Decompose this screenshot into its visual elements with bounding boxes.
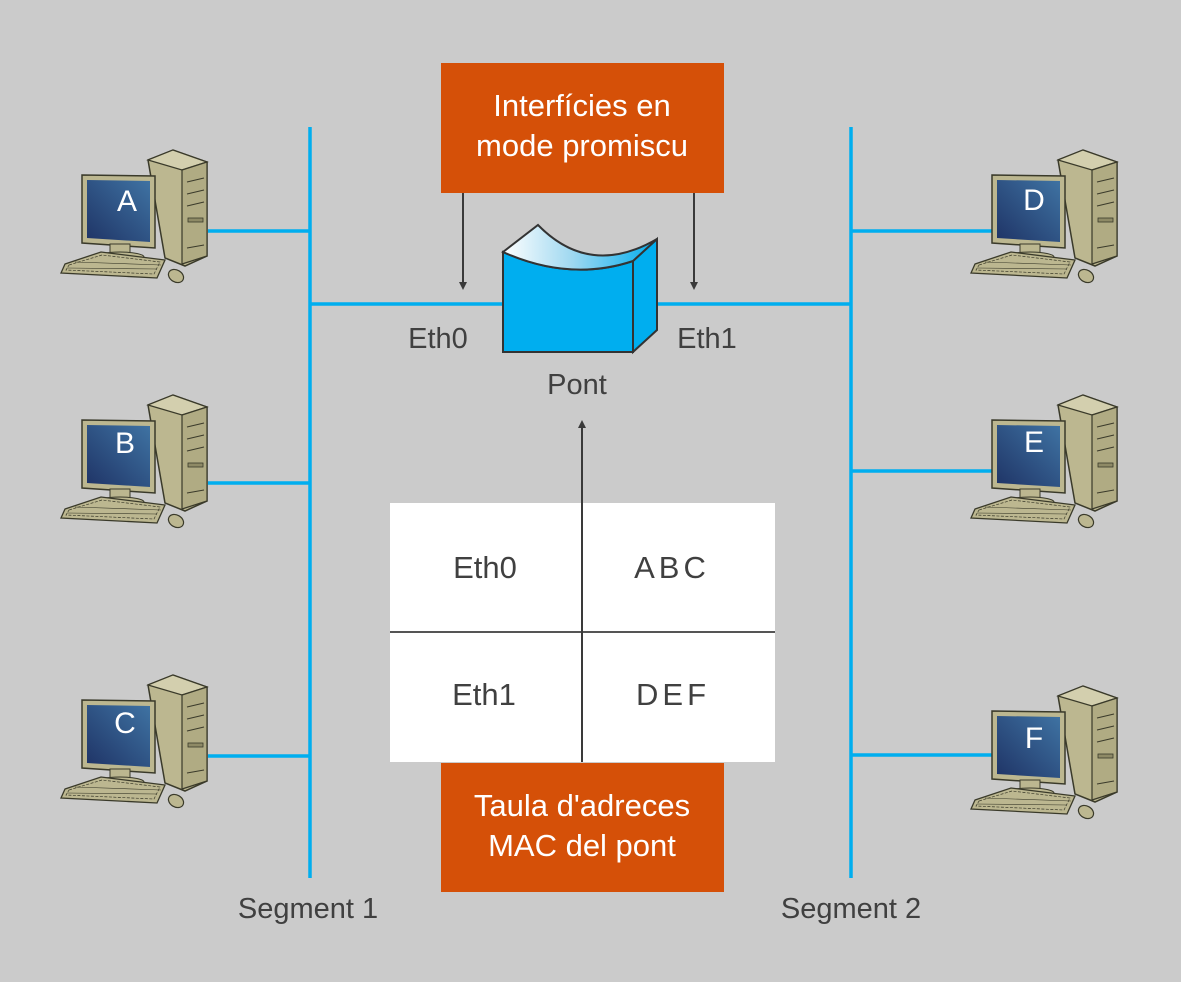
promiscuous-line-2: mode promiscu — [476, 128, 688, 163]
mac-table-callout: Taula d'adreces MAC del pont — [441, 763, 724, 892]
segment-2-label: Segment 2 — [781, 893, 921, 925]
bridge-icon — [501, 223, 658, 355]
computer-b-label: B — [115, 427, 135, 460]
eth0-label: Eth0 — [408, 323, 468, 355]
bridge-label: Pont — [547, 369, 607, 401]
mac-table-hosts: ABC — [634, 550, 710, 585]
computer-e: E — [970, 394, 1118, 531]
mac-table-line-1: Taula d'adreces — [474, 788, 690, 823]
promiscuous-line-1: Interfícies en — [493, 88, 670, 123]
mac-table-box — [441, 763, 724, 892]
mac-table-interface: Eth1 — [452, 677, 516, 712]
segment-2-network — [849, 127, 1002, 878]
computer-a-label: A — [117, 185, 137, 218]
computer-b: B — [60, 394, 208, 531]
promiscuous-callout: Interfícies en mode promiscu — [441, 63, 724, 290]
mac-table: Eth0 ABC Eth1 DEF — [390, 420, 775, 762]
computer-a: A — [60, 149, 208, 286]
mac-table-row: Eth1 DEF — [452, 677, 710, 712]
mac-table-line-2: MAC del pont — [488, 828, 676, 863]
mac-table-row: Eth0 ABC — [453, 550, 710, 585]
computer-c: C — [60, 674, 208, 811]
computer-e-label: E — [1024, 426, 1044, 459]
mac-table-interface: Eth0 — [453, 550, 517, 585]
segment-1-network — [208, 127, 312, 878]
computer-f: F — [970, 685, 1118, 822]
computer-d-label: D — [1023, 184, 1045, 217]
computer-d: D — [970, 149, 1118, 286]
eth1-label: Eth1 — [677, 323, 737, 355]
promiscuous-box — [441, 63, 724, 193]
computer-c-label: C — [114, 707, 136, 740]
computer-f-label: F — [1025, 722, 1043, 755]
mac-table-hosts: DEF — [636, 677, 710, 712]
segment-1-label: Segment 1 — [238, 893, 378, 925]
